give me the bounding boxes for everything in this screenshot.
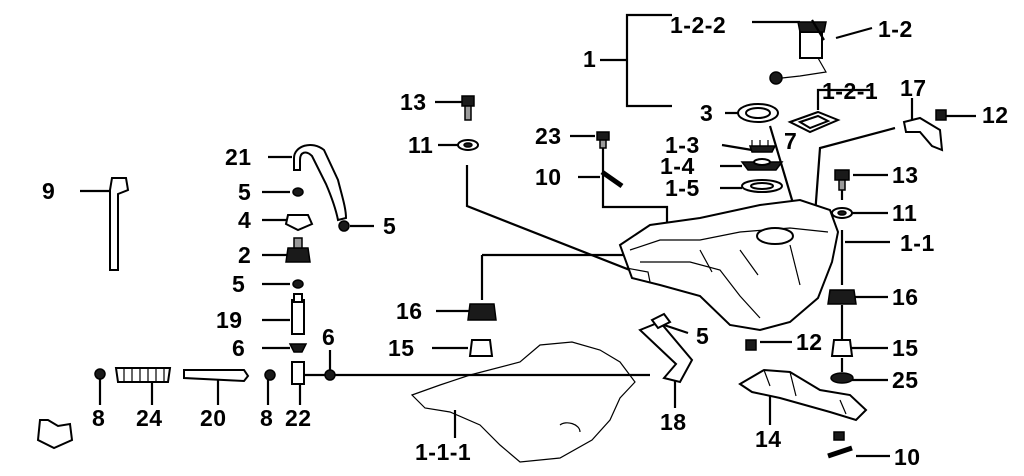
- label-5-d: 5: [696, 323, 710, 349]
- part-18-hose: [638, 312, 694, 384]
- label-16-left: 16: [396, 298, 423, 324]
- part-11-washer-left: [457, 139, 479, 151]
- part-1-5-seal: [741, 179, 783, 193]
- label-12-top: 12: [982, 102, 1009, 128]
- label-1-3: 1-3: [665, 132, 700, 158]
- label-1-1: 1-1: [900, 230, 935, 256]
- label-5-c: 5: [232, 271, 246, 297]
- part-1-2-1-gasket: [787, 110, 841, 134]
- part-10-pin: [600, 169, 853, 459]
- part-1-1-fuel-tank: [618, 198, 840, 332]
- label-24: 24: [136, 405, 163, 431]
- part-9-strap: [109, 177, 130, 271]
- label-4: 4: [238, 207, 252, 233]
- label-1-2-1: 1-2-1: [822, 78, 879, 104]
- label-15-left: 15: [388, 335, 415, 361]
- part-17-bracket: [902, 116, 944, 152]
- label-8-b: 8: [260, 405, 274, 431]
- label-10-top: 10: [535, 164, 562, 190]
- part-25-washer: [830, 372, 854, 384]
- label-1-4: 1-4: [660, 153, 695, 179]
- part-1-1-1-shield: [410, 341, 636, 463]
- label-5-b: 5: [383, 213, 397, 239]
- part-13-bolt-right: [834, 169, 850, 191]
- label-20: 20: [200, 405, 227, 431]
- part-16-rubber-left: [467, 303, 497, 321]
- part-23-bolt: [596, 131, 610, 149]
- part-1-2-fuel-pump: [769, 19, 827, 85]
- label-7: 7: [784, 128, 798, 154]
- label-21: 21: [225, 144, 252, 170]
- label-16-right: 16: [892, 284, 919, 310]
- part-fuel-line: [94, 367, 276, 383]
- label-9: 9: [42, 178, 56, 204]
- part-15-collar-left: [468, 339, 494, 357]
- part-13-bolt-left: [461, 95, 475, 121]
- part-1-3-cap: [748, 140, 777, 153]
- label-12-bottom: 12: [796, 329, 823, 355]
- part-14-base-bracket: [738, 368, 868, 441]
- label-1-2-2: 1-2-2: [670, 12, 727, 38]
- label-10-bottom: 10: [894, 444, 921, 470]
- label-6-a: 6: [232, 335, 246, 361]
- label-15-right: 15: [892, 335, 919, 361]
- label-1: 1: [583, 46, 597, 72]
- part-15-collar-right: [830, 339, 854, 357]
- part-valve-stack: [284, 187, 336, 385]
- part-1-4-ring: [740, 158, 784, 171]
- label-11-right: 11: [892, 200, 918, 226]
- label-13-left: 13: [400, 89, 427, 115]
- part-small-bracket: [36, 419, 74, 450]
- part-16-rubber-right: [827, 289, 857, 305]
- label-17: 17: [900, 75, 927, 101]
- label-5-a: 5: [238, 179, 252, 205]
- label-11-left: 11: [408, 132, 434, 158]
- part-21-hose: [293, 143, 350, 232]
- label-22: 22: [285, 405, 312, 431]
- label-2: 2: [238, 242, 252, 268]
- label-6-b: 6: [322, 324, 336, 350]
- label-13-right: 13: [892, 162, 919, 188]
- leader-lines: [80, 13, 976, 458]
- label-3: 3: [700, 100, 714, 126]
- part-11-washer-right: [831, 207, 853, 219]
- label-14: 14: [755, 426, 782, 452]
- label-1-5: 1-5: [665, 175, 700, 201]
- label-18: 18: [660, 409, 687, 435]
- part-12-bolt: [745, 109, 947, 351]
- label-19: 19: [216, 307, 243, 333]
- label-1-1-1: 1-1-1: [415, 439, 472, 465]
- label-23: 23: [535, 123, 562, 149]
- label-1-2: 1-2: [878, 16, 913, 42]
- label-25: 25: [892, 367, 919, 393]
- part-3-plate: [737, 103, 779, 123]
- label-8-a: 8: [92, 405, 106, 431]
